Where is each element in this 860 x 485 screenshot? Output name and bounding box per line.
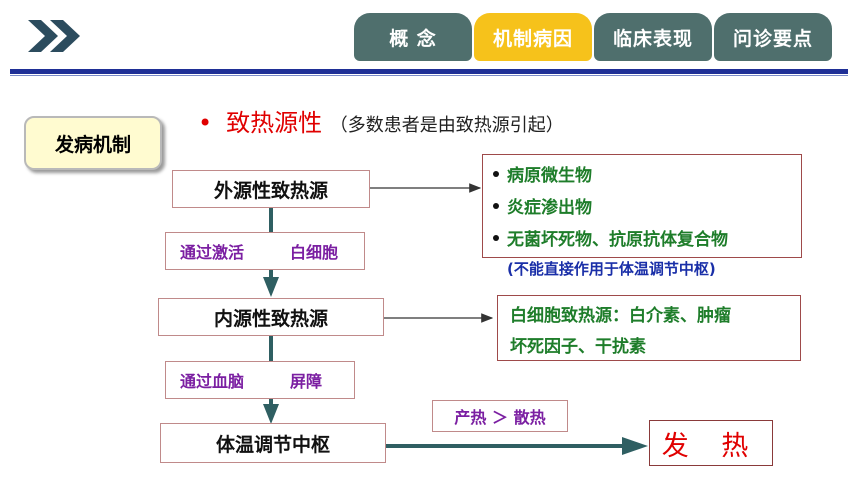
exogenous-pyrogen-list: 病原微生物 炎症渗出物 无菌坏死物、抗原抗体复合物 xyxy=(482,154,802,258)
arrow-to-result-head xyxy=(622,437,648,455)
list-item: 病原微生物 xyxy=(493,161,592,186)
double-chevron-icon xyxy=(28,20,80,52)
bullet-heading: • 致热源性 （多数患者是由致热源引起） xyxy=(198,103,564,138)
section-label: 发病机制 xyxy=(24,116,162,170)
via-activate-leukocyte: 通过激活 白细胞 xyxy=(165,232,365,270)
list-item: 无菌坏死物、抗原抗体复合物 xyxy=(493,225,728,250)
bullet-dot-icon xyxy=(493,234,499,241)
heat-compare-label: 产热 ＞ 散热 xyxy=(432,400,568,432)
tab-mechanism[interactable]: 机制病因 xyxy=(474,13,592,61)
node-endogenous-pyrogen: 内源性致热源 xyxy=(158,298,384,336)
tab-clinical[interactable]: 临床表现 xyxy=(594,13,712,61)
via-bbb-text: 通过血脑 xyxy=(180,372,245,391)
list-item: 坏死因子、干扰素 xyxy=(510,337,646,357)
via-activate-text: 通过激活 xyxy=(180,243,245,262)
list-item: 白细胞致热源：白介素、肿瘤 xyxy=(510,306,731,326)
bullet-dot-icon xyxy=(493,202,499,209)
node-exogenous-pyrogen: 外源性致热源 xyxy=(172,170,370,208)
tab-concept[interactable]: 概 念 xyxy=(354,13,472,61)
via-barrier-text: 屏障 xyxy=(290,372,323,391)
arrow-down-2-head xyxy=(263,404,279,424)
via-blood-brain-barrier: 通过血脑 屏障 xyxy=(165,361,355,399)
bullet-marker: • xyxy=(198,109,213,137)
arrow-to-result-shaft xyxy=(386,444,622,448)
exogenous-note: (不能直接作用于体温调节中枢) xyxy=(507,260,716,278)
endogenous-pyrogen-list: 白细胞致热源：白介素、肿瘤 坏死因子、干扰素 xyxy=(497,295,801,361)
bullet-title: 致热源性 xyxy=(226,109,323,137)
tab-inquiry[interactable]: 问诊要点 xyxy=(714,13,832,61)
header-divider-thin xyxy=(10,75,848,76)
result-fever: 发 热 xyxy=(649,420,773,466)
list-item: 炎症渗出物 xyxy=(493,193,592,218)
bullet-dot-icon xyxy=(493,170,499,177)
via-leukocyte-text: 白细胞 xyxy=(290,243,339,262)
arrow-down-1-head xyxy=(263,277,279,297)
bullet-subtitle: （多数患者是由致热源引起） xyxy=(329,115,564,136)
node-thermoregulation-center: 体温调节中枢 xyxy=(160,423,386,463)
header-divider xyxy=(10,69,848,74)
